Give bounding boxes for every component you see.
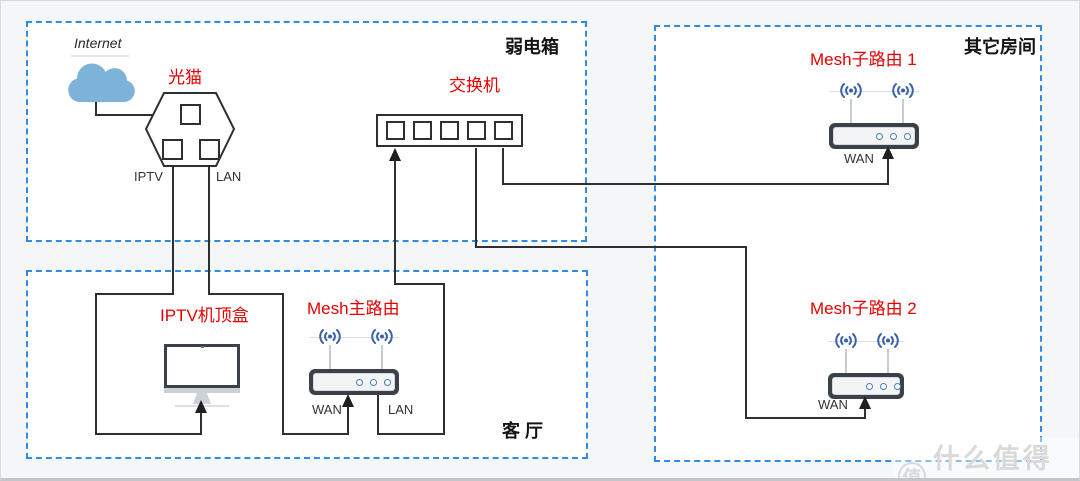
modem-port-lan-label: LAN [216,169,242,184]
region-living-label: 客 厅 [502,421,544,441]
wifi-icon [892,83,914,98]
switch-port-4 [467,121,486,140]
watermark: 值 什么值得买 [894,437,1079,478]
wifi-icon [877,333,899,348]
sub-router-2-label: Mesh子路由 2 [810,299,917,318]
modem-port-iptv-label: IPTV [134,169,163,184]
iptv-stb-monitor-icon [164,344,240,407]
sub-router-1-wan-label: WAN [844,151,874,166]
sub-router-2-icon [828,333,904,399]
main-router-lan-label: LAN [388,402,414,417]
internet-label: Internet [74,35,122,51]
switch-label: 交换机 [449,76,500,95]
switch-port-3 [440,121,459,140]
wifi-icon [840,83,862,98]
watermark-text: 什么值得买 [932,444,1053,474]
sub-router-1-icon [829,83,919,149]
region-weak-label: 弱电箱 [505,37,559,57]
switch-port-2 [413,121,432,140]
monitor-camera-dot [201,346,204,348]
sub-router-1-label: Mesh子路由 1 [810,50,917,69]
main-router-icon [309,329,399,395]
sub-router-2-wan-label: WAN [818,397,848,412]
switch-icon [376,114,523,147]
main-router-label: Mesh主路由 [307,299,400,318]
watermark-logo: 值 [898,461,926,478]
stb-label: IPTV机顶盒 [160,306,249,325]
wifi-icon [835,333,857,348]
wifi-icon [319,329,341,344]
switch-port-5 [494,121,513,140]
main-router-wan-label: WAN [312,402,342,417]
region-other-label: 其它房间 [964,37,1036,57]
wifi-icon [371,329,393,344]
modem-label: 光猫 [168,68,202,87]
switch-port-1 [386,121,405,140]
